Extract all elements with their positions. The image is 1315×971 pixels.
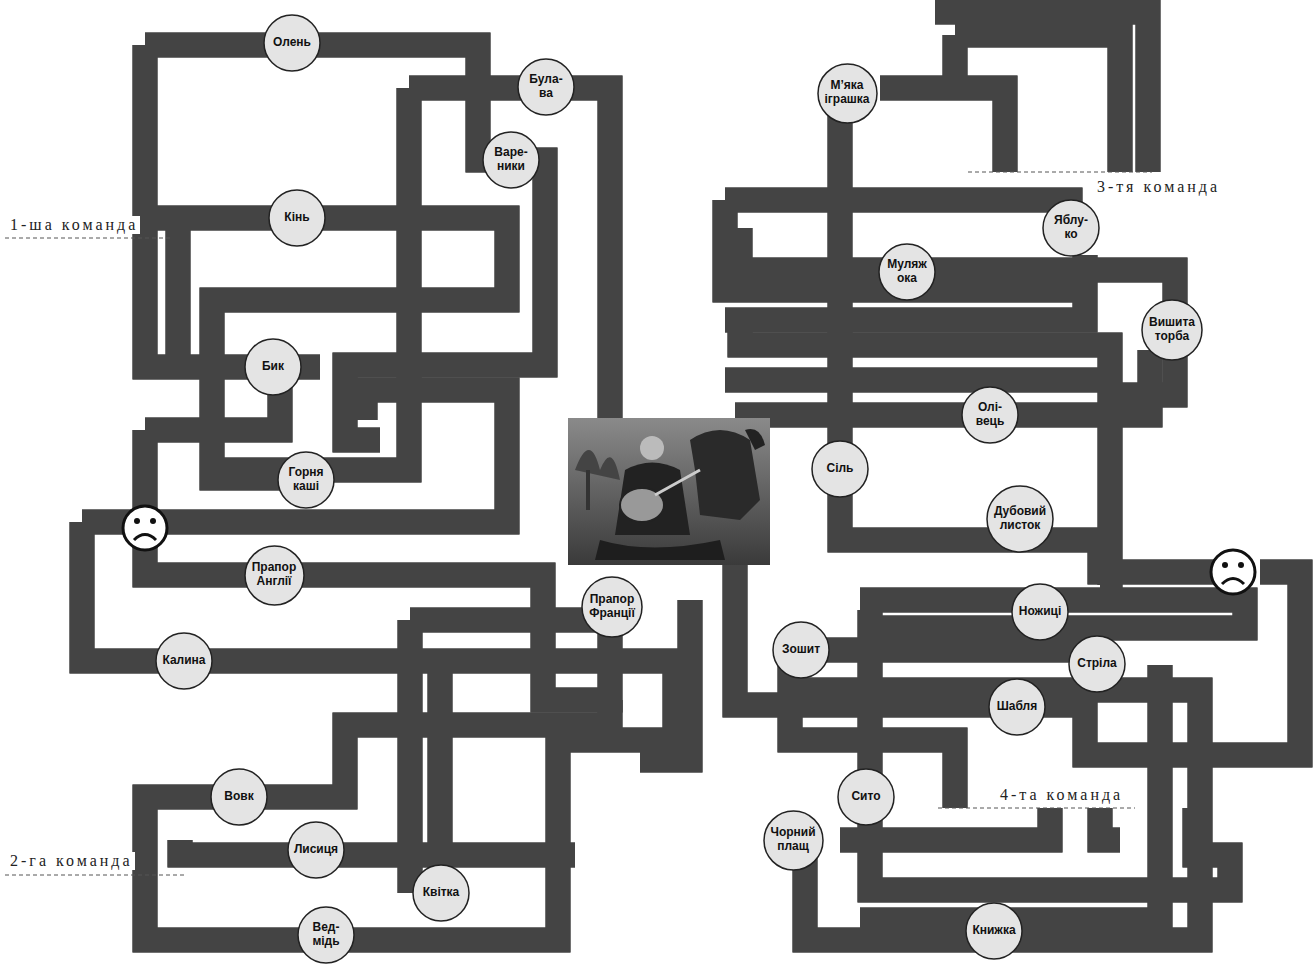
item-circle: Шабля — [988, 678, 1046, 736]
item-name: Бик — [262, 360, 284, 374]
item-name: Стріла — [1077, 657, 1117, 671]
item-circle: Варе- ники — [482, 131, 540, 189]
item-name: Вовк — [224, 790, 253, 804]
item-circle: Олі- вець — [961, 386, 1019, 444]
sad-face — [123, 506, 167, 550]
item-circle: Прапор Франції — [581, 576, 643, 638]
item-name: Чорний плащ — [770, 826, 815, 854]
item-name: Книжка — [972, 924, 1015, 938]
item-circle: Стріла — [1068, 635, 1126, 693]
item-circle: Кінь — [268, 189, 326, 247]
sad-face — [1211, 550, 1255, 594]
item-name: Була- ва — [529, 73, 562, 101]
item-circle: М’яка іграшка — [817, 63, 878, 124]
item-circle: Вед- мідь — [297, 906, 355, 964]
team-label: 3-тя команда — [1095, 178, 1222, 196]
item-name: Муляж ока — [887, 258, 927, 286]
item-name: Варе- ники — [494, 146, 527, 174]
item-name: Олень — [273, 36, 311, 50]
item-circle: Олень — [263, 14, 321, 72]
item-name: Яблу- ко — [1054, 214, 1088, 242]
item-name: Сито — [851, 790, 880, 804]
item-name: Горня каші — [288, 466, 323, 494]
item-name: Прапор Франції — [589, 593, 635, 621]
item-circle: Сито — [837, 768, 895, 826]
cossack-picture — [568, 418, 770, 565]
item-name: Сіль — [827, 462, 854, 476]
item-circle: Яблу- ко — [1042, 199, 1100, 257]
item-circle: Була- ва — [517, 58, 575, 116]
team-label: 1-ша команда — [8, 216, 140, 234]
item-circle: Бик — [244, 338, 302, 396]
item-circle: Калина — [155, 632, 213, 690]
item-name: Квітка — [423, 886, 460, 900]
item-circle: Квітка — [412, 864, 470, 922]
item-name: Дубовий листок — [994, 505, 1046, 533]
item-circle: Горня каші — [277, 451, 335, 509]
item-circle: Ножиці — [1011, 583, 1069, 641]
item-circle: Книжка — [965, 902, 1023, 960]
item-name: Прапор Англії — [252, 561, 297, 589]
item-name: Калина — [162, 654, 205, 668]
item-circle: Лисиця — [287, 821, 345, 879]
item-name: Кінь — [284, 211, 309, 225]
item-circle: Зошит — [772, 621, 830, 679]
item-name: Зошит — [782, 643, 820, 657]
item-circle: Вишита торба — [1141, 299, 1203, 361]
item-name: М’яка іграшка — [824, 79, 869, 107]
item-name: Вед- мідь — [312, 921, 339, 949]
item-name: Ножиці — [1019, 605, 1061, 619]
item-name: Шабля — [997, 700, 1037, 714]
team-label: 2-га команда — [8, 852, 135, 870]
item-name: Олі- вець — [976, 401, 1005, 429]
team-label: 4-та команда — [998, 786, 1125, 804]
item-circle: Вовк — [210, 768, 268, 826]
item-circle: Чорний плащ — [763, 810, 824, 871]
item-name: Лисиця — [294, 843, 338, 857]
item-circle: Дубовий листок — [986, 485, 1054, 553]
item-name: Вишита торба — [1149, 316, 1195, 344]
item-circle: Сіль — [811, 440, 869, 498]
item-circle: Муляж ока — [878, 243, 936, 301]
item-circle: Прапор Англії — [244, 545, 305, 606]
